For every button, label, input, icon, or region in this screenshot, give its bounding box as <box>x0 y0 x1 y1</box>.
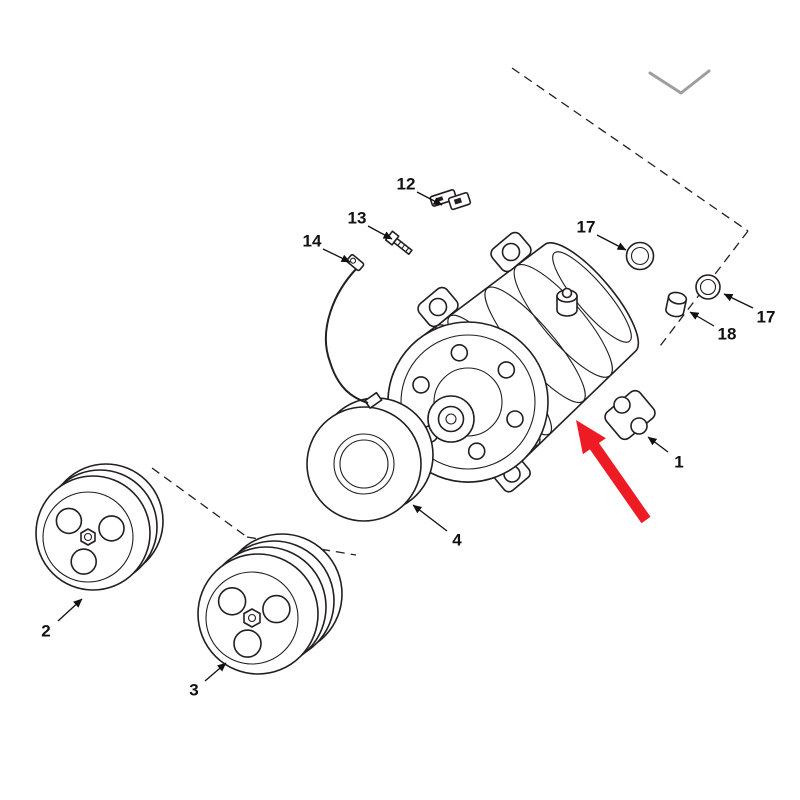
clutch-coil <box>306 391 434 522</box>
part-label-4: 4 <box>452 531 462 550</box>
part-label-17-right: 17 <box>757 308 776 327</box>
mounting-ear-upper-left <box>417 286 459 328</box>
top-port-fitting <box>556 287 578 317</box>
part-label-17-top: 17 <box>577 218 596 237</box>
pulley3-hub-nut <box>243 608 261 628</box>
mounting-ear-lower-right <box>604 389 656 441</box>
part-label-12: 12 <box>397 175 416 194</box>
highlight-arrow <box>576 420 651 524</box>
terminal-part-14 <box>346 254 365 272</box>
leader-arrow-18 <box>689 311 715 327</box>
leader-arrow-3 <box>204 662 227 682</box>
pulley-multi-groove <box>197 533 343 675</box>
connector-part-12 <box>429 189 472 211</box>
mounting-ear-upper-mid <box>490 231 532 273</box>
part-label-13: 13 <box>348 209 367 228</box>
leader-arrow-17-top <box>596 234 627 251</box>
part-label-18: 18 <box>718 325 737 344</box>
leader-arrow-17-right <box>723 293 754 309</box>
leader-arrow-13 <box>367 225 393 240</box>
part-labels: 1 2 3 4 12 13 14 17 17 18 <box>41 175 775 700</box>
coil-lead-wire <box>325 267 369 404</box>
leader-arrow-14 <box>322 248 351 263</box>
leader-arrow-1 <box>647 436 669 453</box>
part-label-1: 1 <box>674 453 683 472</box>
plug-part-18 <box>665 291 688 318</box>
leader-arrows <box>57 191 754 682</box>
o-ring-right <box>695 274 721 300</box>
coil-terminal-tab <box>364 391 383 409</box>
part-label-14: 14 <box>303 232 322 251</box>
chevron-mark <box>648 69 711 95</box>
pulley-double-groove <box>35 463 164 591</box>
leader-arrow-2 <box>57 598 83 622</box>
leader-arrow-4 <box>412 504 448 532</box>
compressor-shaft <box>427 395 475 443</box>
pulley2-hub-nut <box>80 528 96 546</box>
leader-arrow-12 <box>416 191 443 206</box>
screw-part-13 <box>384 230 413 255</box>
part-label-3: 3 <box>189 681 198 700</box>
part-label-2: 2 <box>41 622 50 641</box>
o-ring-top <box>625 241 655 271</box>
